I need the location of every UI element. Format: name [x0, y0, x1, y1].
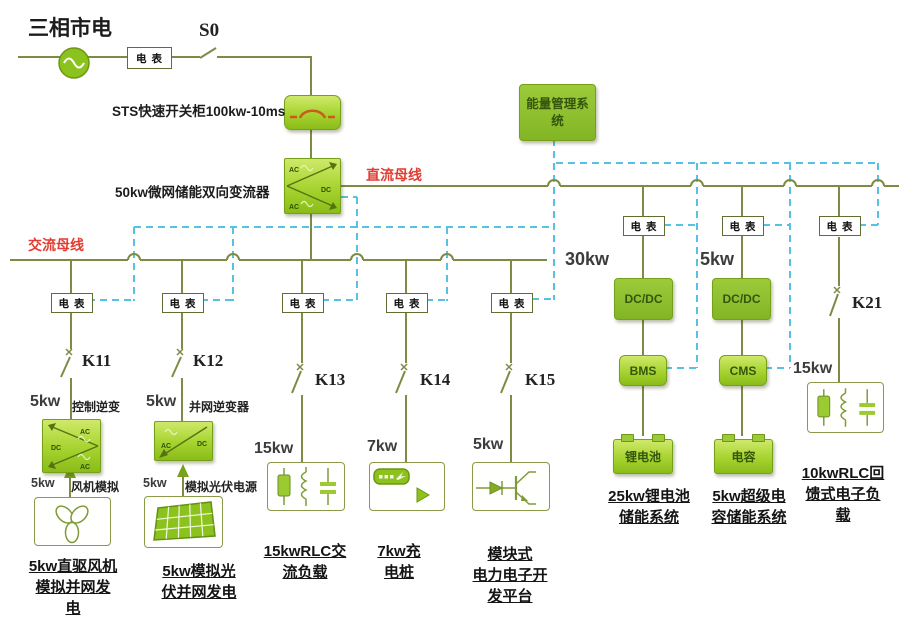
caption-charger: 7kw充 电桩 — [377, 543, 421, 581]
breaker-label-k11: K11 — [82, 351, 112, 370]
svg-text:AC: AC — [161, 443, 171, 450]
rating-label: 5kw — [146, 393, 177, 410]
ac-bus-label: 交流母线 — [28, 237, 84, 253]
breaker-x-marks — [65, 286, 841, 371]
capacitor-label: 电容 — [731, 450, 756, 464]
battery-terminal — [621, 434, 634, 442]
svg-text:AC: AC — [289, 204, 299, 211]
svg-text:AC: AC — [80, 464, 90, 471]
rating-label: 15kw — [793, 360, 833, 377]
s0-switch-label: S0 — [199, 20, 220, 41]
mains-label: 三相市电 — [28, 17, 112, 40]
bidirectional-converter-icon: AC AC DC — [286, 162, 337, 211]
grid-tie-inverter-box: AC DC — [154, 421, 213, 461]
control-inverter-box: DC AC AC — [42, 419, 101, 473]
rlc-load-icon — [817, 388, 876, 427]
meter-box: 电 表 — [819, 216, 861, 236]
ac-source-icon — [57, 46, 91, 80]
sts-icon — [290, 109, 335, 119]
grid-tie-inverter-icon: AC DC — [159, 426, 208, 458]
sts-label: STS快速开关柜100kw-10ms — [112, 104, 286, 119]
caption-pv: 5kw模拟光 伏并网发电 — [161, 563, 237, 601]
battery-terminal — [722, 434, 735, 442]
svg-text:DC: DC — [197, 441, 207, 448]
breaker-label-k21: K21 — [852, 293, 883, 312]
breaker-label-k15: K15 — [525, 370, 556, 389]
meter-box: 电 表 — [722, 216, 764, 236]
rating-label: 5kw — [143, 476, 167, 490]
breaker-label-k13: K13 — [315, 370, 346, 389]
pv-simulator-box — [144, 496, 223, 548]
wind-turbine-icon — [55, 505, 89, 544]
meter-box: 电 表 — [386, 293, 428, 313]
meter-box: 电 表 — [51, 293, 93, 313]
comm-lines — [88, 139, 879, 369]
main-converter-box: AC AC DC — [284, 158, 341, 214]
caption-rlc-load: 15kwRLC交 流负载 — [263, 543, 347, 581]
control-inverter-icon: DC AC AC — [48, 423, 99, 471]
battery-terminal — [752, 434, 765, 442]
charging-pile-icon — [373, 468, 430, 503]
svg-text:AC: AC — [80, 429, 90, 436]
wind-simulator-box — [34, 497, 111, 546]
rating-label: 5kw — [30, 393, 61, 410]
bms-box: BMS — [619, 355, 667, 386]
caption-wind: 5kw直驱风机 模拟并网发 电 — [28, 558, 118, 617]
caption-lithium: 25kw锂电池 储能系统 — [608, 488, 690, 526]
battery-label: 锂电池 — [624, 450, 661, 464]
main-converter-label: 50kw微网储能双向变流器 — [115, 185, 270, 200]
rlc-load-icon — [277, 467, 336, 506]
rating-label: 30kw — [565, 249, 610, 269]
caption-module: 模块式 电力电子开 发平台 — [472, 546, 548, 605]
rating-label: 5kw — [473, 436, 504, 453]
svg-text:DC: DC — [51, 445, 61, 452]
dc-bus-label: 直流母线 — [366, 167, 422, 183]
cms-box: CMS — [719, 355, 767, 386]
source-label: 风机模拟 — [71, 480, 120, 494]
rating-label: 15kw — [254, 440, 294, 457]
ems-box: 能量管理系 统 — [519, 84, 596, 141]
charging-pile-box — [369, 462, 445, 511]
breaker-label-k14: K14 — [420, 370, 451, 389]
rating-label: 5kw — [700, 249, 735, 269]
rating-label: 5kw — [31, 476, 55, 490]
breaker-label-k12: K12 — [193, 351, 224, 370]
solar-panel-icon — [153, 501, 216, 541]
power-module-box — [472, 462, 550, 511]
source-label: 模拟光伏电源 — [185, 480, 258, 494]
device-label: 并网逆变器 — [189, 400, 250, 414]
dcdc-converter-box: DC/DC — [614, 278, 673, 320]
svg-text:DC: DC — [321, 187, 331, 194]
capacitor-icon: 电容 — [714, 434, 773, 474]
device-label: 控制逆变 — [72, 400, 121, 414]
rlc-feedback-load-box — [807, 382, 884, 433]
svg-text:AC: AC — [289, 167, 299, 174]
rlc-load-box — [267, 462, 345, 511]
meter-box: 电 表 — [282, 293, 324, 313]
battery-icon: 锂电池 — [613, 434, 673, 474]
meter-box: 电 表 — [623, 216, 665, 236]
caption-feedback: 10kwRLC回 馈式电子负 载 — [801, 465, 885, 524]
meter-box: 电 表 — [162, 293, 204, 313]
dcdc-converter-box: DC/DC — [712, 278, 771, 320]
power-module-icon — [476, 471, 536, 505]
battery-terminal — [652, 434, 665, 442]
meter-box: 电 表 — [491, 293, 533, 313]
meter-box: 电 表 — [127, 47, 172, 69]
caption-supercap: 5kw超级电 容储能系统 — [711, 488, 787, 526]
rating-label: 7kw — [367, 438, 398, 455]
sts-cabinet-box — [284, 95, 341, 130]
